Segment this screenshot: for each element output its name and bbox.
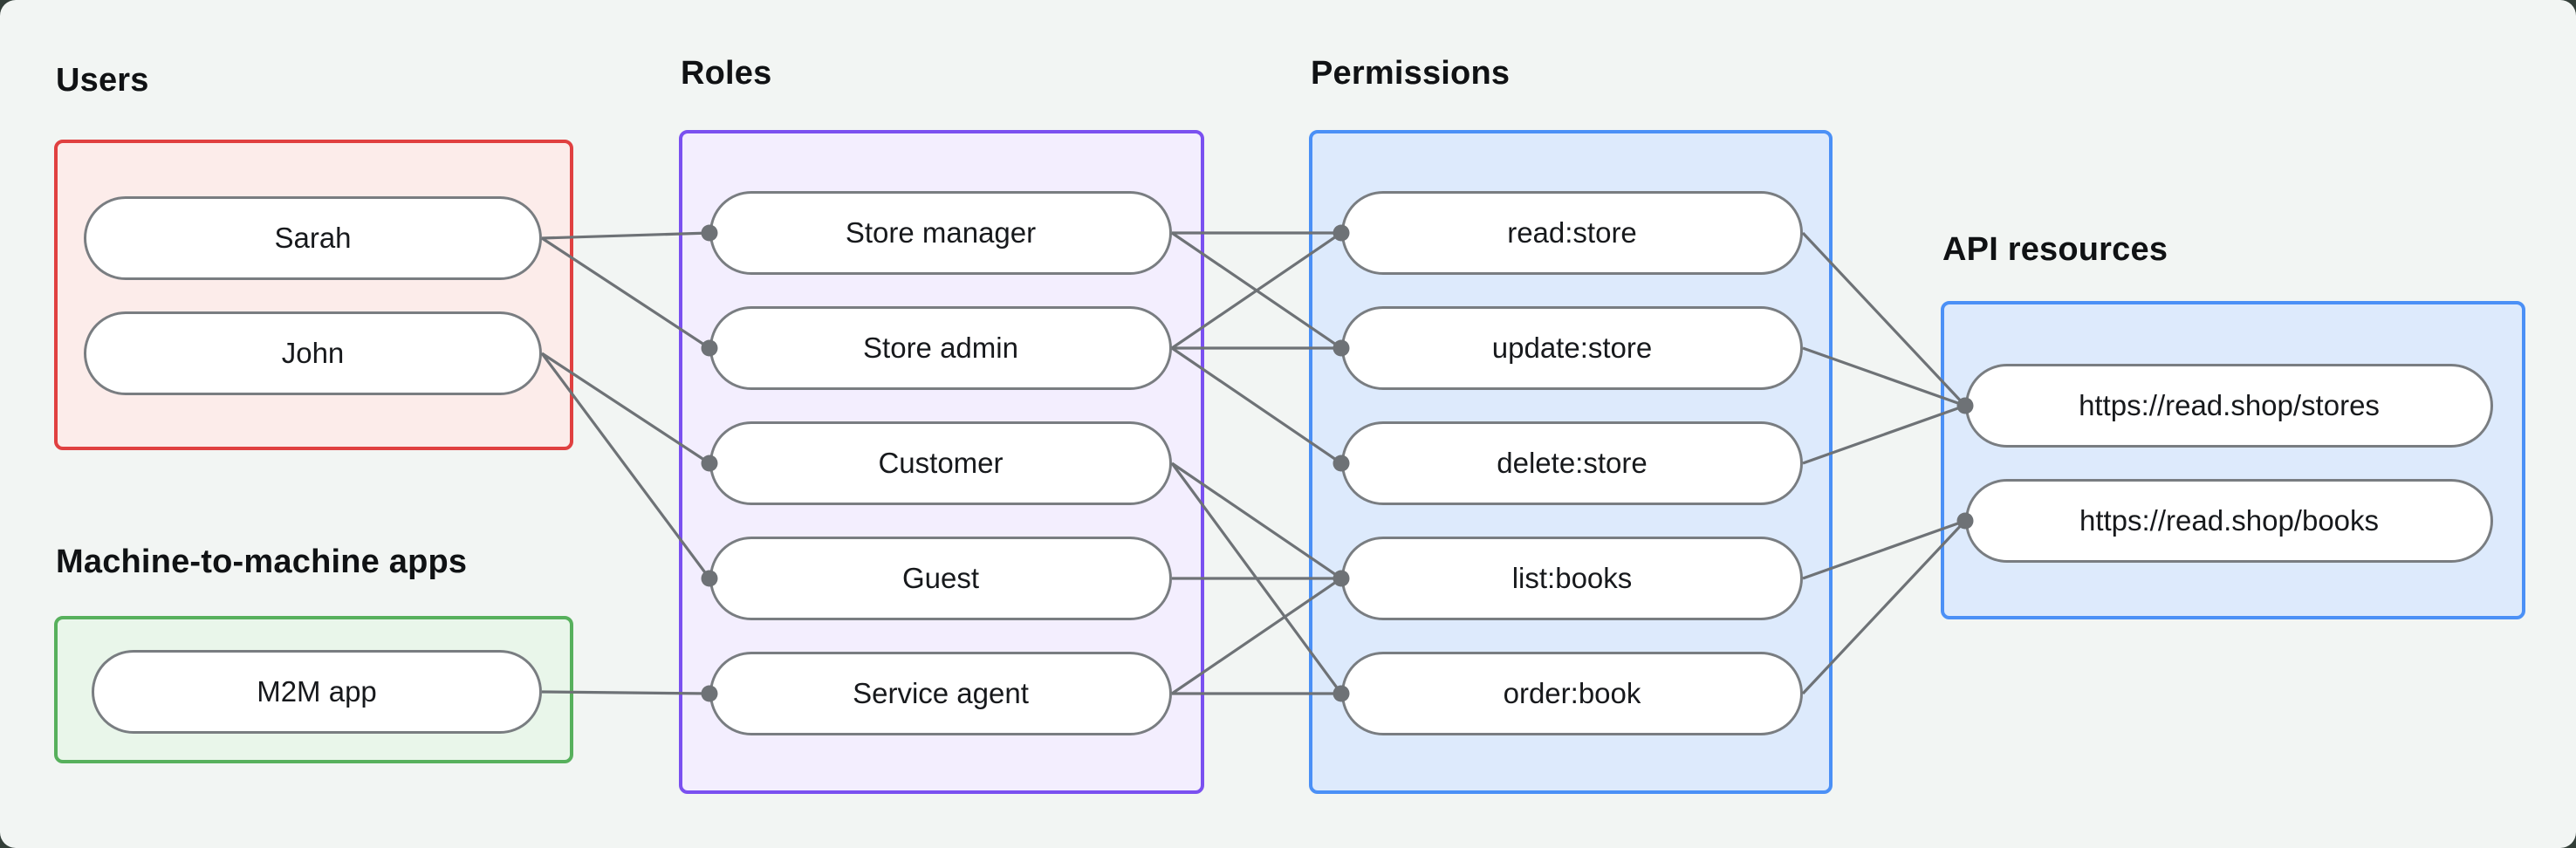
node-john: John xyxy=(84,311,542,395)
group-title-m2m-apps: Machine-to-machine apps xyxy=(56,544,468,580)
node-stores-api: https://read.shop/stores xyxy=(1965,364,2493,448)
node-delete-store: delete:store xyxy=(1341,421,1803,505)
node-books-api: https://read.shop/books xyxy=(1965,479,2493,563)
node-order-book: order:book xyxy=(1341,652,1803,735)
node-guest: Guest xyxy=(709,537,1172,620)
node-update-store: update:store xyxy=(1341,306,1803,390)
group-box-api-resources xyxy=(1941,301,2525,619)
node-read-store: read:store xyxy=(1341,191,1803,275)
node-customer: Customer xyxy=(709,421,1172,505)
node-sarah: Sarah xyxy=(84,196,542,280)
group-title-roles: Roles xyxy=(681,55,772,92)
node-store-manager: Store manager xyxy=(709,191,1172,275)
node-list-books: list:books xyxy=(1341,537,1803,620)
group-title-api-resources: API resources xyxy=(1942,231,2168,268)
group-title-users: Users xyxy=(56,62,149,99)
node-store-admin: Store admin xyxy=(709,306,1172,390)
node-service-agent: Service agent xyxy=(709,652,1172,735)
node-m2m-app: M2M app xyxy=(92,650,542,734)
group-box-users xyxy=(54,140,573,450)
group-title-permissions: Permissions xyxy=(1311,55,1511,92)
